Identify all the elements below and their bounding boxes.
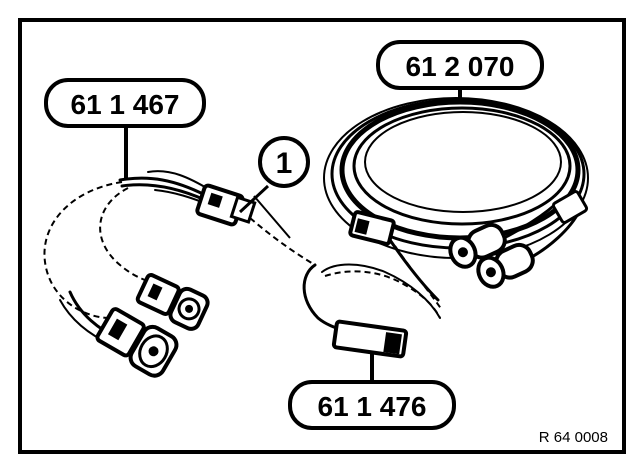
reference-code: R 64 0008 [539,429,608,446]
callout-1: 1 [238,136,310,239]
svg-text:61 1 476: 61 1 476 [318,391,427,422]
svg-text:61 1 467: 61 1 467 [71,89,180,120]
adapter-61-1-476 [249,217,441,382]
harness-61-1-467 [43,126,257,378]
callout-number: 1 [276,147,293,180]
label-61-1-467: 61 1 467 [44,78,206,128]
svg-text:61 2 070: 61 2 070 [406,51,515,82]
label-61-2-070: 61 2 070 [376,40,544,90]
label-61-1-476: 61 1 476 [288,380,456,430]
cable-coil-61-2-070 [323,88,589,311]
